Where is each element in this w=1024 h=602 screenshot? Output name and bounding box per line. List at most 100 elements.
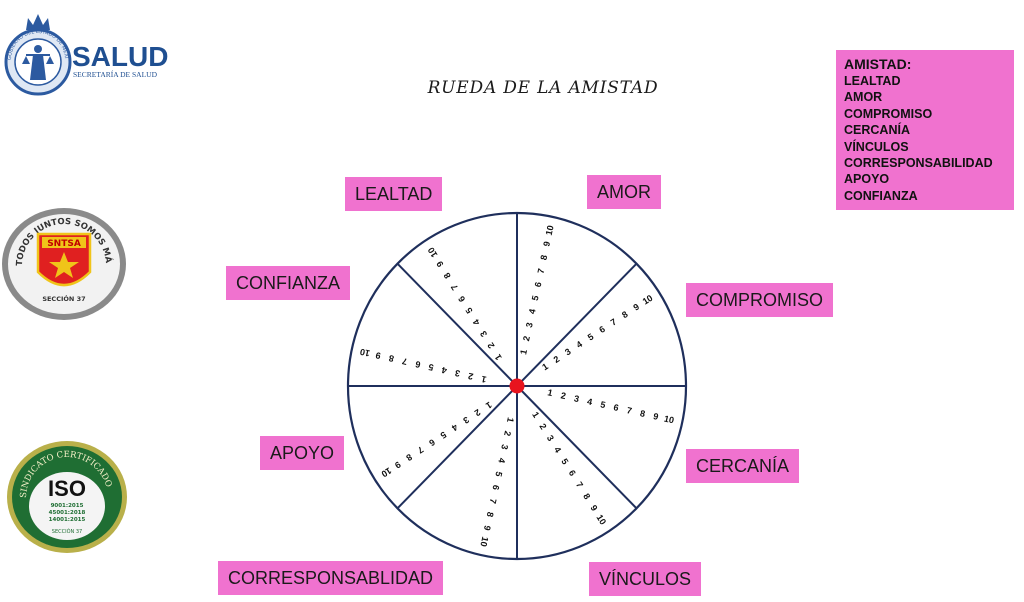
legend-item: CERCANÍA <box>844 123 910 138</box>
sntsa-acronym: SNTSA <box>47 239 81 249</box>
scale-number: 10 <box>359 347 371 359</box>
segment-label-vinculos: VÍNCULOS <box>589 562 702 596</box>
scale-number: 4 <box>586 396 593 407</box>
scale-number: 6 <box>456 294 467 304</box>
scale-number: 10 <box>380 465 394 479</box>
scale-number: 10 <box>478 536 490 548</box>
scale-number: 10 <box>594 513 608 527</box>
scale-number: 7 <box>574 480 585 490</box>
scale-number: 8 <box>485 511 496 518</box>
segment-label-corresponsablidad: CORRESPONSABLIDAD <box>218 561 444 595</box>
legend-item: LEALTAD <box>844 74 901 88</box>
legend-item: APOYO <box>844 172 890 187</box>
scale-number: 6 <box>613 402 620 413</box>
scale-number: 5 <box>493 471 504 478</box>
wheel-spokes <box>348 213 686 559</box>
scale-number: 8 <box>538 254 549 261</box>
scale-number: 5 <box>530 294 541 301</box>
legend-title: AMISTAD: <box>844 56 912 72</box>
iso-label: ISO <box>48 476 86 501</box>
scale-number: 9 <box>434 259 445 269</box>
scale-number: 1 <box>480 374 487 385</box>
scale-number: 3 <box>454 368 461 379</box>
scale-number: 3 <box>478 329 489 339</box>
scale-number: 9 <box>393 459 403 470</box>
center-dot <box>509 378 525 394</box>
scale-number: 6 <box>597 324 607 335</box>
scale-number: 4 <box>574 339 584 350</box>
scale-number: 1 <box>493 352 504 362</box>
segment-label-apoyo: APOYO <box>260 436 345 470</box>
scale-number: 1 <box>505 416 516 423</box>
scale-number: 5 <box>559 457 570 467</box>
scale-number: 9 <box>588 503 599 513</box>
scale-number: 3 <box>545 433 556 443</box>
legend-list: LEALTAD AMOR COMPROMISO CERCANÍA VÍNCULO… <box>844 73 1014 204</box>
scale-number: 4 <box>471 317 482 327</box>
wheel-spoke <box>516 385 638 510</box>
scale-number: 7 <box>536 267 547 274</box>
scale-number: 6 <box>490 484 501 491</box>
scale-number: 3 <box>573 393 580 404</box>
scale-number: 9 <box>541 240 552 247</box>
scale-number: 3 <box>461 415 471 426</box>
scale-number: 8 <box>388 353 395 364</box>
crown-icon <box>26 14 50 30</box>
scale-number: 2 <box>485 341 496 351</box>
scale-number: 3 <box>563 346 573 357</box>
scale-number: 5 <box>586 331 596 342</box>
scale-number: 2 <box>502 430 513 437</box>
iso-norm-2: 45001:2018 <box>49 510 86 516</box>
scale-number: 1 <box>530 410 541 420</box>
scale-number: 5 <box>599 399 606 410</box>
scale-number: 2 <box>521 335 532 342</box>
sntsa-section: SECCIÓN 37 <box>42 294 85 303</box>
scale-number: 1 <box>518 349 529 356</box>
salud-logo: GOBIERNO DEL ESTADO DE MÉXICO SALUD SECR… <box>2 10 168 96</box>
scale-number: 8 <box>639 408 646 419</box>
scale-number: 4 <box>527 308 538 315</box>
wheel-spoke <box>396 385 518 510</box>
scale-number: 8 <box>442 271 453 281</box>
brand-name: SALUD <box>72 41 168 72</box>
scale-number: 9 <box>482 525 493 532</box>
justice-figure-icon <box>22 45 54 80</box>
scale-number: 8 <box>581 492 592 502</box>
segment-label-cercania: CERCANÍA <box>686 449 800 483</box>
segment-label-lealtad: LEALTAD <box>345 177 443 211</box>
scale-number: 4 <box>496 457 507 464</box>
scale-number: 7 <box>626 405 633 416</box>
scale-number: 1 <box>484 400 494 411</box>
scale-number: 4 <box>450 422 460 433</box>
brand-subtitle: SECRETARÍA DE SALUD <box>73 69 158 79</box>
scale-number: 6 <box>567 468 578 478</box>
legend-item: VÍNCULOS <box>844 139 909 154</box>
scale-number: 6 <box>427 437 437 448</box>
legend-item: COMPROMISO <box>844 106 933 121</box>
scale-number: 4 <box>552 445 563 455</box>
iso-norm-1: 9001:2015 <box>51 503 84 509</box>
scale-number: 4 <box>441 365 448 376</box>
scale-number: 8 <box>404 452 414 463</box>
legend-box: AMISTAD: LEALTAD AMOR COMPROMISO CERCANÍ… <box>836 50 1014 210</box>
scale-number: 10 <box>544 224 556 236</box>
scale-number: 2 <box>552 354 562 365</box>
scale-number: 7 <box>488 498 499 505</box>
scale-number: 5 <box>439 429 449 440</box>
scale-number: 2 <box>560 390 567 401</box>
scale-number: 6 <box>533 281 544 288</box>
legend-item: CONFIANZA <box>844 188 918 203</box>
scale-number: 7 <box>449 282 460 292</box>
legend-item: AMOR <box>844 90 883 105</box>
scale-number: 2 <box>467 371 474 382</box>
scale-number: 7 <box>401 356 408 367</box>
wheel-spoke <box>516 262 638 387</box>
star-icon <box>49 252 79 278</box>
scale-number: 5 <box>428 362 435 373</box>
scale-number: 9 <box>375 350 382 361</box>
scale-number: 7 <box>609 317 619 328</box>
iso-norm-3: 14001:2015 <box>49 517 86 523</box>
sntsa-logo: TODOS JUNTOS SOMOS MÁS FUERTES SNTSA SEC… <box>0 206 126 320</box>
